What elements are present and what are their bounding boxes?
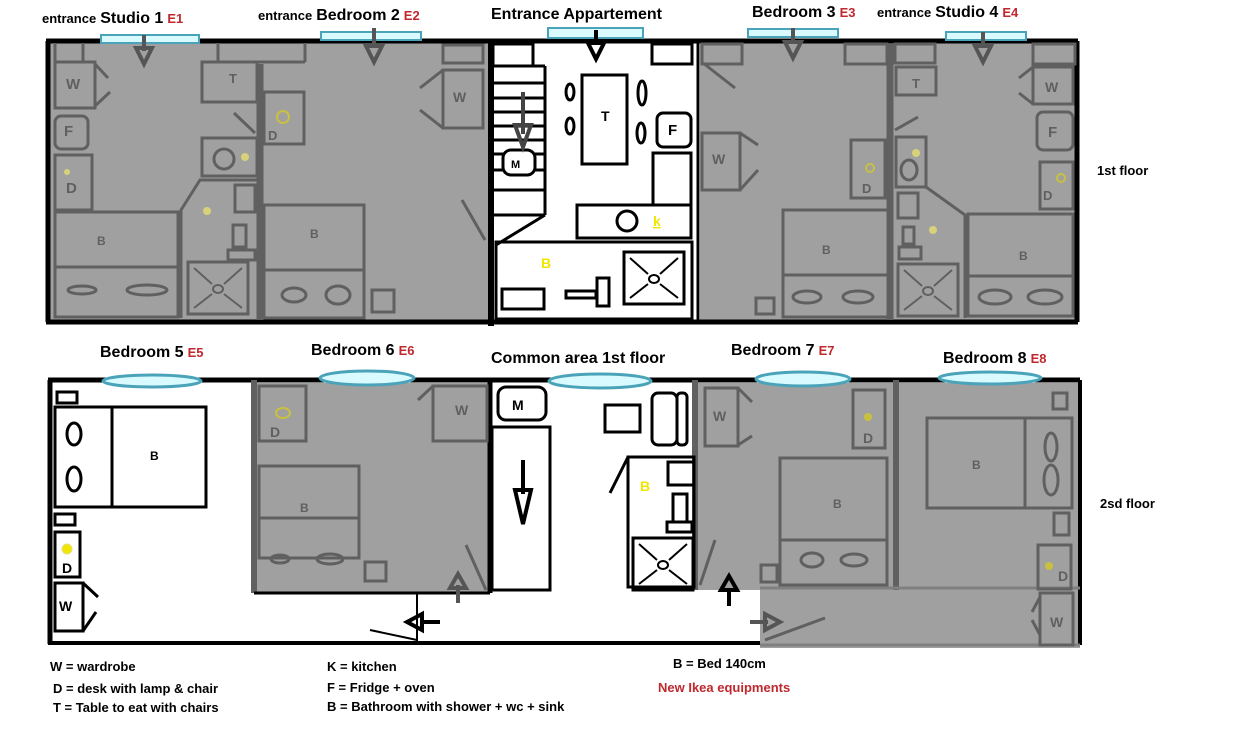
- legend-desk: D = desk with lamp & chair: [53, 681, 219, 696]
- label-2nd-floor: 2sd floor: [1100, 496, 1155, 511]
- door-e5[interactable]: [101, 373, 203, 389]
- studio-4: [893, 42, 1077, 318]
- legend-wardrobe: W = wardrobe: [50, 659, 136, 674]
- svg-text:M: M: [512, 397, 524, 413]
- bedroom-2: [262, 43, 487, 320]
- studio-1-and-bedroom-2-area: [48, 42, 490, 322]
- legend-new-ikea: New Ikea equipments: [658, 680, 791, 695]
- entrance-appartement: [491, 42, 694, 321]
- door-e8[interactable]: [937, 370, 1043, 386]
- svg-text:D: D: [862, 181, 871, 196]
- label-1st-floor: 1st floor: [1097, 163, 1149, 178]
- svg-text:B: B: [97, 234, 106, 248]
- door-e2[interactable]: [320, 31, 422, 41]
- svg-text:F: F: [64, 123, 73, 140]
- svg-text:B: B: [300, 501, 309, 515]
- svg-text:W: W: [66, 76, 81, 93]
- svg-text:B: B: [1019, 249, 1028, 263]
- door-e4[interactable]: [945, 31, 1027, 41]
- legend-table: T = Table to eat with chairs: [53, 700, 219, 715]
- entrance-appartement-area: [490, 42, 700, 322]
- doors-2nd-floor: [101, 369, 1043, 390]
- entry-arrows: [132, 28, 995, 153]
- bedroom-7: [698, 386, 889, 587]
- legend-kitchen: K = kitchen: [327, 659, 397, 674]
- svg-text:B: B: [833, 497, 842, 511]
- svg-text:W: W: [1045, 79, 1059, 95]
- staircase: [493, 64, 547, 247]
- svg-text:W: W: [713, 408, 727, 424]
- svg-text:D: D: [270, 424, 280, 440]
- legend-bed: B = Bed 140cm: [673, 656, 766, 671]
- bedroom-6: [257, 384, 489, 591]
- svg-text:B: B: [822, 243, 831, 257]
- first-floor: [45, 27, 1080, 326]
- svg-text:F: F: [1048, 124, 1057, 141]
- door-e1[interactable]: [100, 34, 200, 44]
- svg-text:B: B: [972, 458, 981, 472]
- lamp-markers: [64, 149, 937, 234]
- label-entrance-appartement: Entrance Appartement: [491, 6, 662, 23]
- svg-text:W: W: [712, 151, 726, 167]
- svg-text:B: B: [150, 449, 159, 463]
- svg-text:F: F: [668, 122, 677, 139]
- door-common[interactable]: [547, 372, 653, 390]
- svg-text:W: W: [455, 402, 469, 418]
- studio-1: [53, 43, 307, 320]
- svg-text:W: W: [1050, 614, 1064, 630]
- svg-text:T: T: [601, 108, 610, 124]
- svg-text:W: W: [59, 598, 73, 614]
- legend-bathroom: B = Bathroom with shower + wc + sink: [327, 699, 565, 714]
- svg-text:k: k: [653, 213, 661, 229]
- svg-text:B: B: [640, 478, 650, 494]
- svg-text:D: D: [1043, 188, 1052, 203]
- legend-fridge: F = Fridge + oven: [327, 680, 435, 695]
- svg-text:D: D: [66, 180, 77, 197]
- svg-text:B: B: [310, 227, 319, 241]
- svg-text:T: T: [912, 76, 920, 91]
- label-common-area: Common area 1st floor: [491, 350, 666, 367]
- svg-text:M: M: [511, 159, 520, 171]
- svg-text:W: W: [453, 89, 467, 105]
- bedroom-8: [764, 391, 1075, 647]
- svg-text:D: D: [863, 430, 873, 446]
- svg-text:B: B: [541, 255, 551, 271]
- door-e6[interactable]: [318, 369, 416, 387]
- svg-text:D: D: [1058, 568, 1068, 584]
- bedroom-5: [53, 390, 208, 633]
- corridor-shaded: [760, 588, 1080, 648]
- bedroom-3: [700, 42, 894, 320]
- corridor-arrows: [369, 569, 785, 641]
- svg-text:D: D: [268, 128, 277, 143]
- furniture-labels: W F D T D B B W W D B T W F D B D W B W …: [59, 71, 1068, 630]
- second-floor: [47, 369, 1082, 648]
- svg-text:D: D: [62, 560, 72, 576]
- common-area: [490, 385, 696, 592]
- door-e7[interactable]: [754, 370, 852, 388]
- svg-text:T: T: [229, 71, 237, 86]
